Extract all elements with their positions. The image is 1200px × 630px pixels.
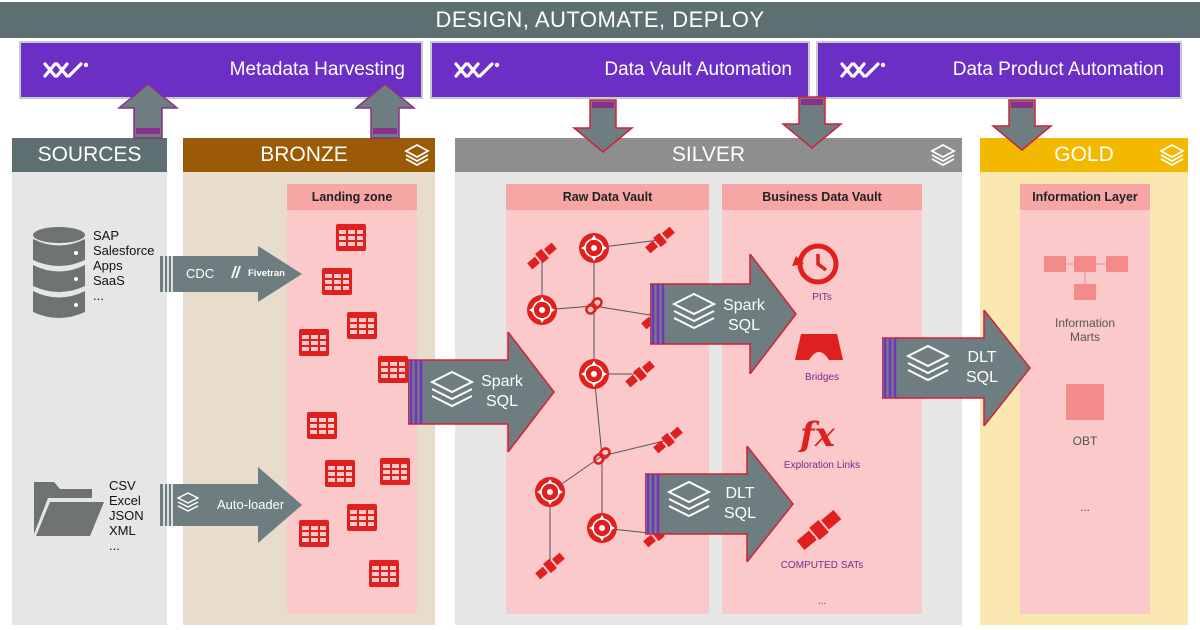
tool-metadata-harvesting[interactable]: Metadata Harvesting xyxy=(19,41,423,99)
page-title: DESIGN, AUTOMATE, DEPLOY xyxy=(0,2,1200,38)
tool-label: Data Vault Automation xyxy=(604,59,792,80)
autoloader-arrow xyxy=(160,467,302,543)
cdc-arrow xyxy=(160,246,302,302)
pits-label: PITs xyxy=(812,292,832,303)
table-icon xyxy=(378,356,408,383)
file-sources-list: CSV Excel JSON XML ... xyxy=(109,478,144,553)
obt-label: OBT xyxy=(1072,434,1098,448)
table-icon xyxy=(307,412,337,439)
info-layer-header: Information Layer xyxy=(1020,184,1150,210)
exploration-links-label: Exploration Links xyxy=(783,460,861,471)
table-icon xyxy=(347,504,377,531)
spark-sql-arrow-2 xyxy=(650,254,797,374)
source-item: ... xyxy=(93,288,104,303)
svg-text:fx: fx xyxy=(798,416,836,452)
layers-icon xyxy=(1159,143,1185,167)
gold-title: GOLD xyxy=(1054,143,1114,166)
fivetran-label: Fivetran xyxy=(248,268,285,279)
raw-vault-header: Raw Data Vault xyxy=(506,184,709,210)
source-item: CSV xyxy=(109,478,136,493)
database-icon xyxy=(33,227,85,318)
tool-data-vault-automation[interactable]: Data Vault Automation xyxy=(430,41,810,99)
source-item: Apps xyxy=(93,258,123,273)
source-item: JSON xyxy=(109,508,144,523)
source-item: ... xyxy=(109,538,120,553)
sql-word: SQL xyxy=(727,317,760,334)
table-icon xyxy=(336,224,366,251)
logo-icon xyxy=(454,62,500,78)
dlt-word: DLT xyxy=(967,349,997,366)
dlt-sql-arrow-2 xyxy=(882,310,1031,426)
sql-word: SQL xyxy=(485,393,518,410)
bronze-title: BRONZE xyxy=(260,143,348,166)
spark-word: Spark xyxy=(723,297,765,314)
tool-data-product-automation[interactable]: Data Product Automation xyxy=(816,41,1182,99)
clock-icon xyxy=(792,243,839,285)
layers-icon xyxy=(404,143,430,167)
gold-ellipsis: ... xyxy=(1079,500,1090,514)
satellite-icon xyxy=(796,509,842,551)
source-item: XML xyxy=(109,523,136,538)
business-ellipsis: ... xyxy=(817,596,827,607)
tool-label: Data Product Automation xyxy=(952,59,1164,80)
folder-icon xyxy=(34,482,104,536)
marts-line: Information xyxy=(1054,316,1116,330)
sources-header: SOURCES xyxy=(12,138,167,172)
silver-header: SILVER xyxy=(455,138,962,172)
bridge-icon xyxy=(795,334,843,360)
table-icon xyxy=(369,560,399,587)
spark-sql-label-2: Spark SQL xyxy=(722,296,766,336)
obt-icon xyxy=(1066,384,1104,420)
spark-word: Spark xyxy=(481,373,523,390)
logo-icon xyxy=(840,62,886,78)
computed-sats-label: COMPUTED SATs xyxy=(780,560,864,571)
landing-zone-header: Landing zone xyxy=(287,184,417,210)
marts-diagram-icon xyxy=(1044,256,1128,300)
tool-label: Metadata Harvesting xyxy=(229,59,405,80)
database-sources-list: SAP Salesforce Apps SaaS ... xyxy=(93,228,154,303)
source-item: SAP xyxy=(93,228,120,243)
dlt-word: DLT xyxy=(725,485,755,502)
table-icon xyxy=(322,268,352,295)
fx-icon: fx xyxy=(798,416,836,452)
source-item: SaaS xyxy=(93,273,125,288)
marts-line: Marts xyxy=(1070,330,1100,344)
dlt-sql-label-1: DLT SQL xyxy=(718,484,762,524)
table-icon xyxy=(347,312,377,339)
spark-sql-arrow-1 xyxy=(408,332,555,452)
table-icon xyxy=(325,460,355,487)
information-marts-label: Information Marts xyxy=(1030,316,1140,344)
layers-icon xyxy=(930,143,956,167)
source-item: Salesforce xyxy=(93,243,155,258)
bridges-label: Bridges xyxy=(805,372,839,383)
bronze-header: BRONZE xyxy=(183,138,435,172)
business-vault-header: Business Data Vault xyxy=(722,184,922,210)
table-icon xyxy=(299,329,329,356)
dlt-sql-arrow-1 xyxy=(645,446,794,562)
source-item: Excel xyxy=(109,493,141,508)
silver-title: SILVER xyxy=(671,143,746,166)
sql-word: SQL xyxy=(723,505,756,522)
autoloader-label: Auto-loader xyxy=(217,497,285,512)
cdc-label: CDC xyxy=(186,266,215,281)
raw-vault-graph xyxy=(526,225,684,581)
logo-icon xyxy=(43,62,89,78)
landing-tables xyxy=(299,224,410,587)
spark-sql-label-1: Spark SQL xyxy=(480,372,524,412)
sql-word: SQL xyxy=(965,369,998,386)
table-icon xyxy=(380,458,410,485)
dlt-sql-label-2: DLT SQL xyxy=(960,348,1004,388)
